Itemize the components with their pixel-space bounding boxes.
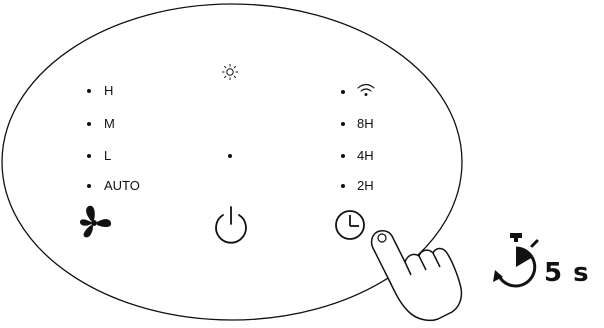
fan-speed-label-auto: AUTO xyxy=(104,179,140,193)
indicator-dot-2h xyxy=(341,184,345,188)
hand-pointer-icon xyxy=(372,231,462,321)
timer-label-4h: 4H xyxy=(357,149,374,163)
stopwatch-icon xyxy=(493,233,537,286)
indicator-dot-auto xyxy=(87,184,91,188)
indicator-dot-l xyxy=(87,154,91,158)
center-indicator-dot xyxy=(228,154,232,158)
timer-button[interactable] xyxy=(332,207,370,245)
fan-button[interactable] xyxy=(76,204,114,242)
wifi-icon xyxy=(358,85,374,96)
fan-speed-label-m: M xyxy=(104,117,115,131)
indicator-dot-wifi xyxy=(341,90,345,94)
timer-label-2h: 2H xyxy=(357,179,374,193)
indicator-dot-m xyxy=(87,122,91,126)
indicator-dot-4h xyxy=(341,154,345,158)
indicator-dot-8h xyxy=(341,122,345,126)
sun-brightness-icon xyxy=(222,64,238,80)
fan-speed-label-l: L xyxy=(104,149,111,163)
hold-duration-label: 5 s xyxy=(544,258,590,288)
power-button[interactable] xyxy=(212,205,250,243)
timer-label-8h: 8H xyxy=(357,117,374,131)
indicator-dot-h xyxy=(87,89,91,93)
fan-speed-label-h: H xyxy=(104,84,113,98)
